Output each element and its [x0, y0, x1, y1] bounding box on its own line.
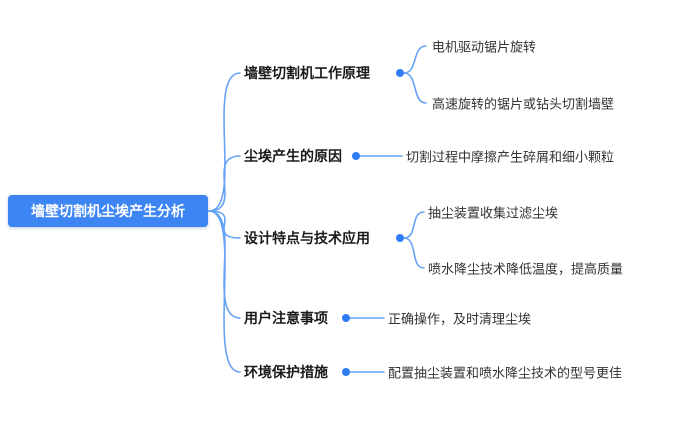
leaf-node[interactable]: 配置抽尘装置和喷水降尘技术的型号更佳 [388, 365, 623, 381]
connector-root-branch-5 [208, 210, 241, 373]
connector-branch3-leaf2 [403, 237, 425, 269]
branch-dot[interactable] [342, 368, 350, 376]
connector-root-branch-3 [208, 210, 241, 239]
leaf-node[interactable]: 电机驱动锯片旋转 [432, 39, 537, 55]
branch-node[interactable]: 环境保护措施 [244, 364, 328, 380]
branch-node[interactable]: 尘埃产生的原因 [244, 148, 342, 164]
leaf-node[interactable]: 正确操作，及时清理尘埃 [388, 311, 532, 327]
leaf-node[interactable]: 抽尘装置收集过滤尘埃 [428, 205, 559, 221]
leaf-node[interactable]: 高速旋转的锯片或钻头切割墙壁 [432, 96, 615, 112]
branch-dot[interactable] [352, 152, 360, 160]
branch-dot[interactable] [396, 69, 404, 77]
connector-root-branch-2 [208, 155, 241, 212]
branch-node[interactable]: 用户注意事项 [244, 310, 328, 326]
leaf-node[interactable]: 喷水降尘技术降低温度，提高质量 [428, 261, 624, 277]
branch-dot[interactable] [396, 234, 404, 242]
branch-node[interactable]: 设计特点与技术应用 [244, 230, 370, 246]
connector-branch3-leaf1 [403, 211, 425, 239]
root-node[interactable]: 墙壁切割机尘埃产生分析 [8, 195, 208, 227]
connector-branch1-leaf1 [403, 45, 427, 74]
branch-dot[interactable] [342, 314, 350, 322]
connector-root-branch-1 [208, 72, 241, 212]
leaf-node[interactable]: 切割过程中摩擦产生碎屑和细小颗粒 [406, 149, 615, 165]
branch-node[interactable]: 墙壁切割机工作原理 [244, 65, 370, 81]
connector-branch1-leaf2 [403, 72, 427, 104]
